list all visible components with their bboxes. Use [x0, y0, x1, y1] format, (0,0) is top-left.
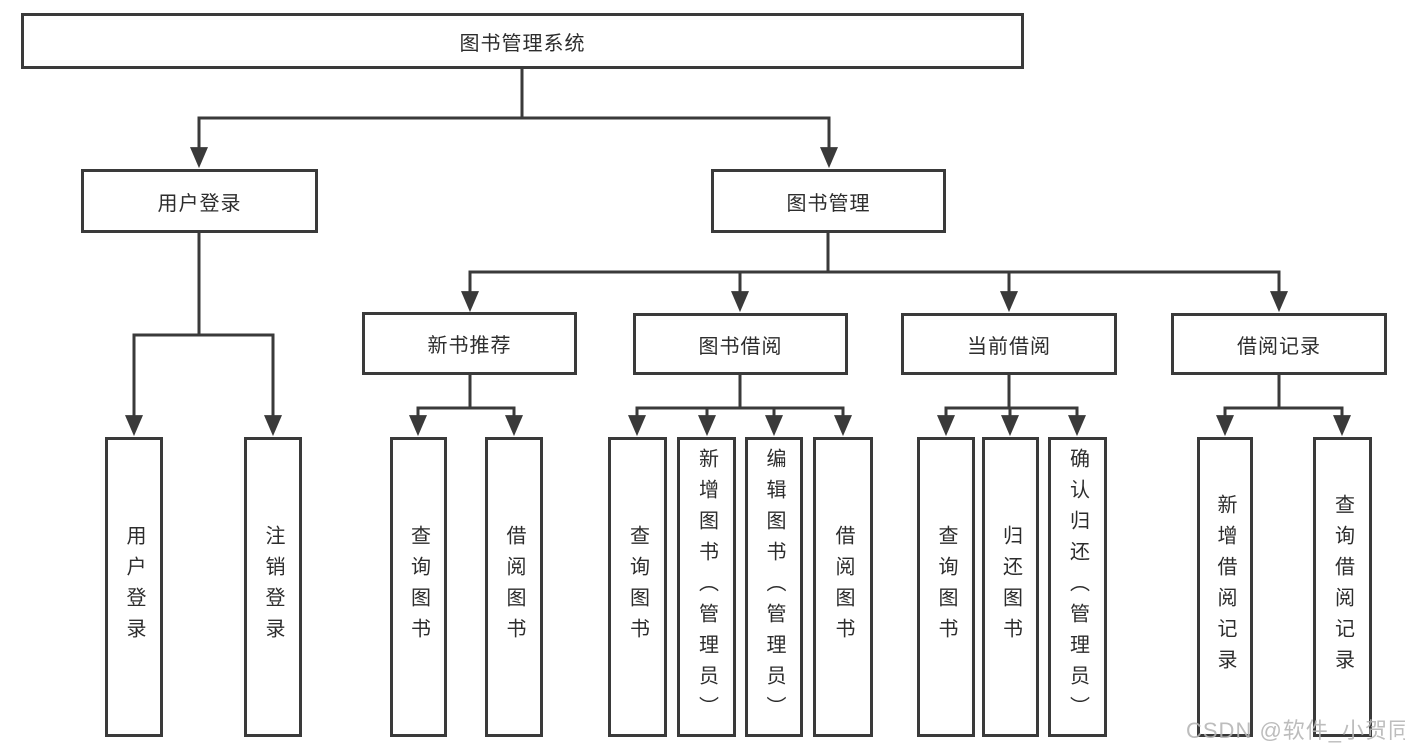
leaf-confirm-return-admin: 确认归还（管理员） — [1048, 437, 1107, 737]
leaf-edit-book-admin: 编辑图书（管理员） — [745, 437, 803, 737]
node-library-management-system: 图书管理系统 — [21, 13, 1024, 69]
leaf-query-borrow-record: 查询借阅记录 — [1313, 437, 1372, 737]
leaf-add-borrow-record: 新增借阅记录 — [1197, 437, 1253, 737]
leaf-query-books-current: 查询图书 — [917, 437, 975, 737]
leaf-logout: 注销登录 — [244, 437, 302, 737]
leaf-query-books-borrowing: 查询图书 — [608, 437, 667, 737]
csdn-watermark: CSDN @软件_小贺同学 — [1186, 718, 1405, 743]
node-new-book-recommendation: 新书推荐 — [362, 312, 577, 375]
leaf-add-book-admin: 新增图书（管理员） — [677, 437, 736, 737]
node-book-management: 图书管理 — [711, 169, 946, 233]
node-book-borrowing: 图书借阅 — [633, 313, 848, 375]
node-borrowing-records: 借阅记录 — [1171, 313, 1387, 375]
leaf-query-books-recommend: 查询图书 — [390, 437, 447, 737]
leaf-return-book: 归还图书 — [982, 437, 1039, 737]
leaf-borrow-books-recommend: 借阅图书 — [485, 437, 543, 737]
node-user-login: 用户登录 — [81, 169, 318, 233]
node-current-borrowing: 当前借阅 — [901, 313, 1117, 375]
leaf-user-login: 用户登录 — [105, 437, 163, 737]
leaf-borrow-books-borrowing: 借阅图书 — [813, 437, 873, 737]
